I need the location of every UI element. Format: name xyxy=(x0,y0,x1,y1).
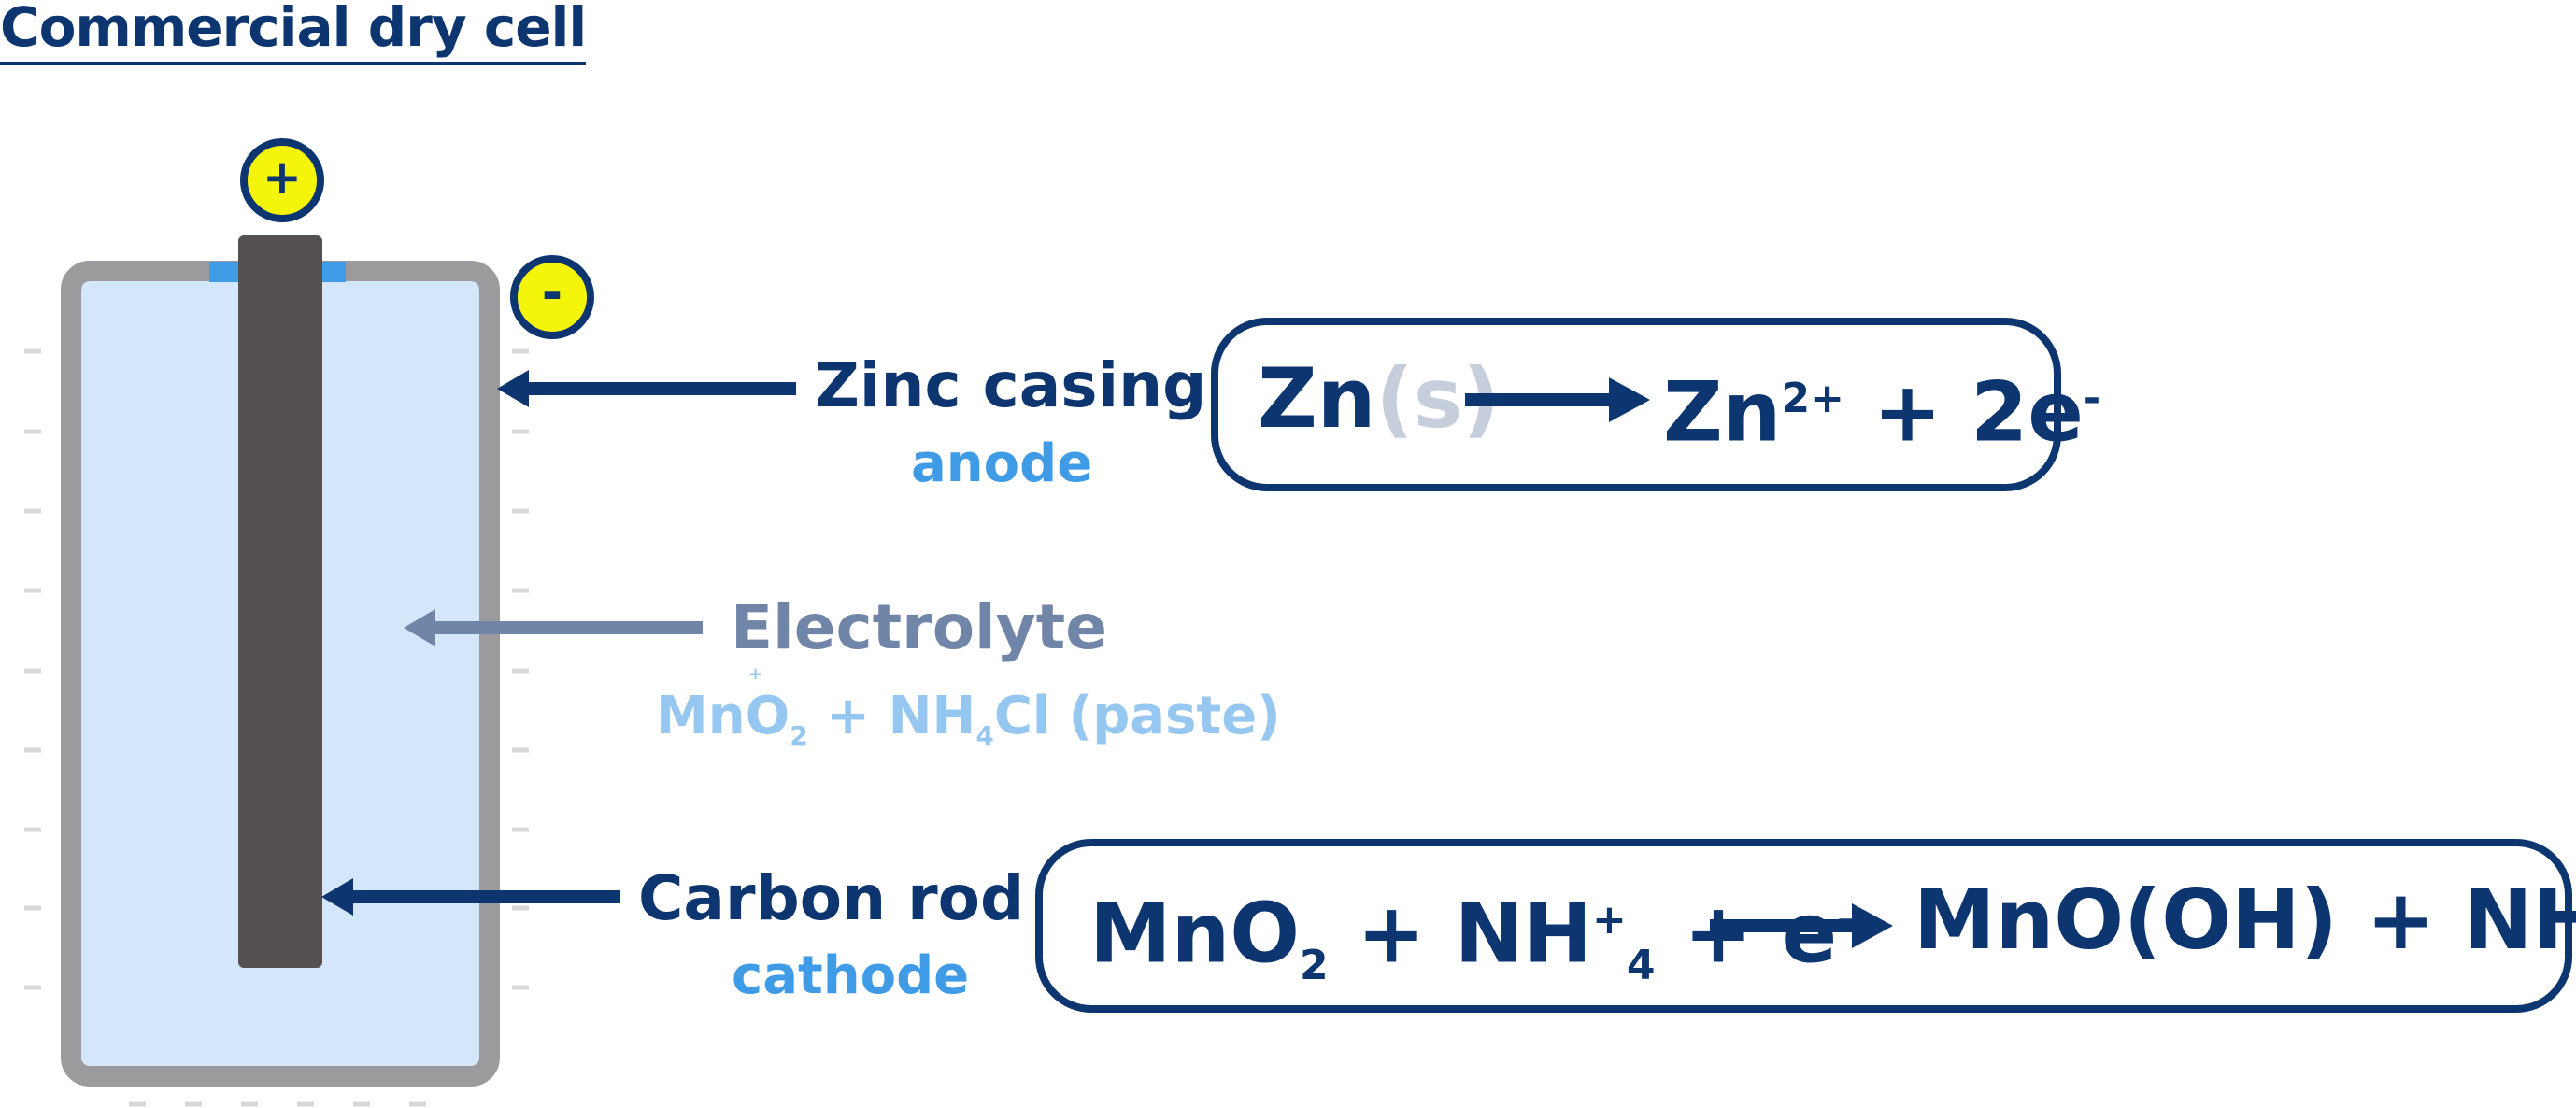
cathode-label: cathode xyxy=(732,945,970,1006)
negative-terminal-icon xyxy=(510,255,594,339)
positive-sign: + xyxy=(263,150,302,205)
anode-equation-reactant: Zn(s) xyxy=(1258,350,1501,447)
cathode-equation-reactants: MnO2 + NH+4 + e- xyxy=(1089,885,1855,989)
electrolyte-arrow-icon xyxy=(404,609,703,646)
electrolyte-tiny-mark: + xyxy=(748,664,763,684)
carbon-arrow-icon xyxy=(321,878,620,916)
positive-terminal-icon xyxy=(240,138,324,222)
anode-label: anode xyxy=(911,433,1093,494)
zinc-casing-label: Zinc casing xyxy=(815,349,1207,421)
cathode-equation-products: MnO(OH) + NH3 xyxy=(1914,872,2576,968)
electrolyte-label: Electrolyte xyxy=(731,591,1107,663)
anode-equation-product: Zn2+ + 2e- xyxy=(1663,363,2101,461)
carbon-rod xyxy=(238,235,322,968)
cell-tick-marks xyxy=(24,348,529,1107)
electrolyte-formula: MnO2 + NH4Cl (paste) xyxy=(656,686,1281,752)
negative-sign: - xyxy=(541,263,563,322)
page-title: Commercial dry cell xyxy=(0,0,587,65)
carbon-rod-label: Carbon rod xyxy=(638,862,1025,934)
zinc-arrow-icon xyxy=(497,370,796,407)
